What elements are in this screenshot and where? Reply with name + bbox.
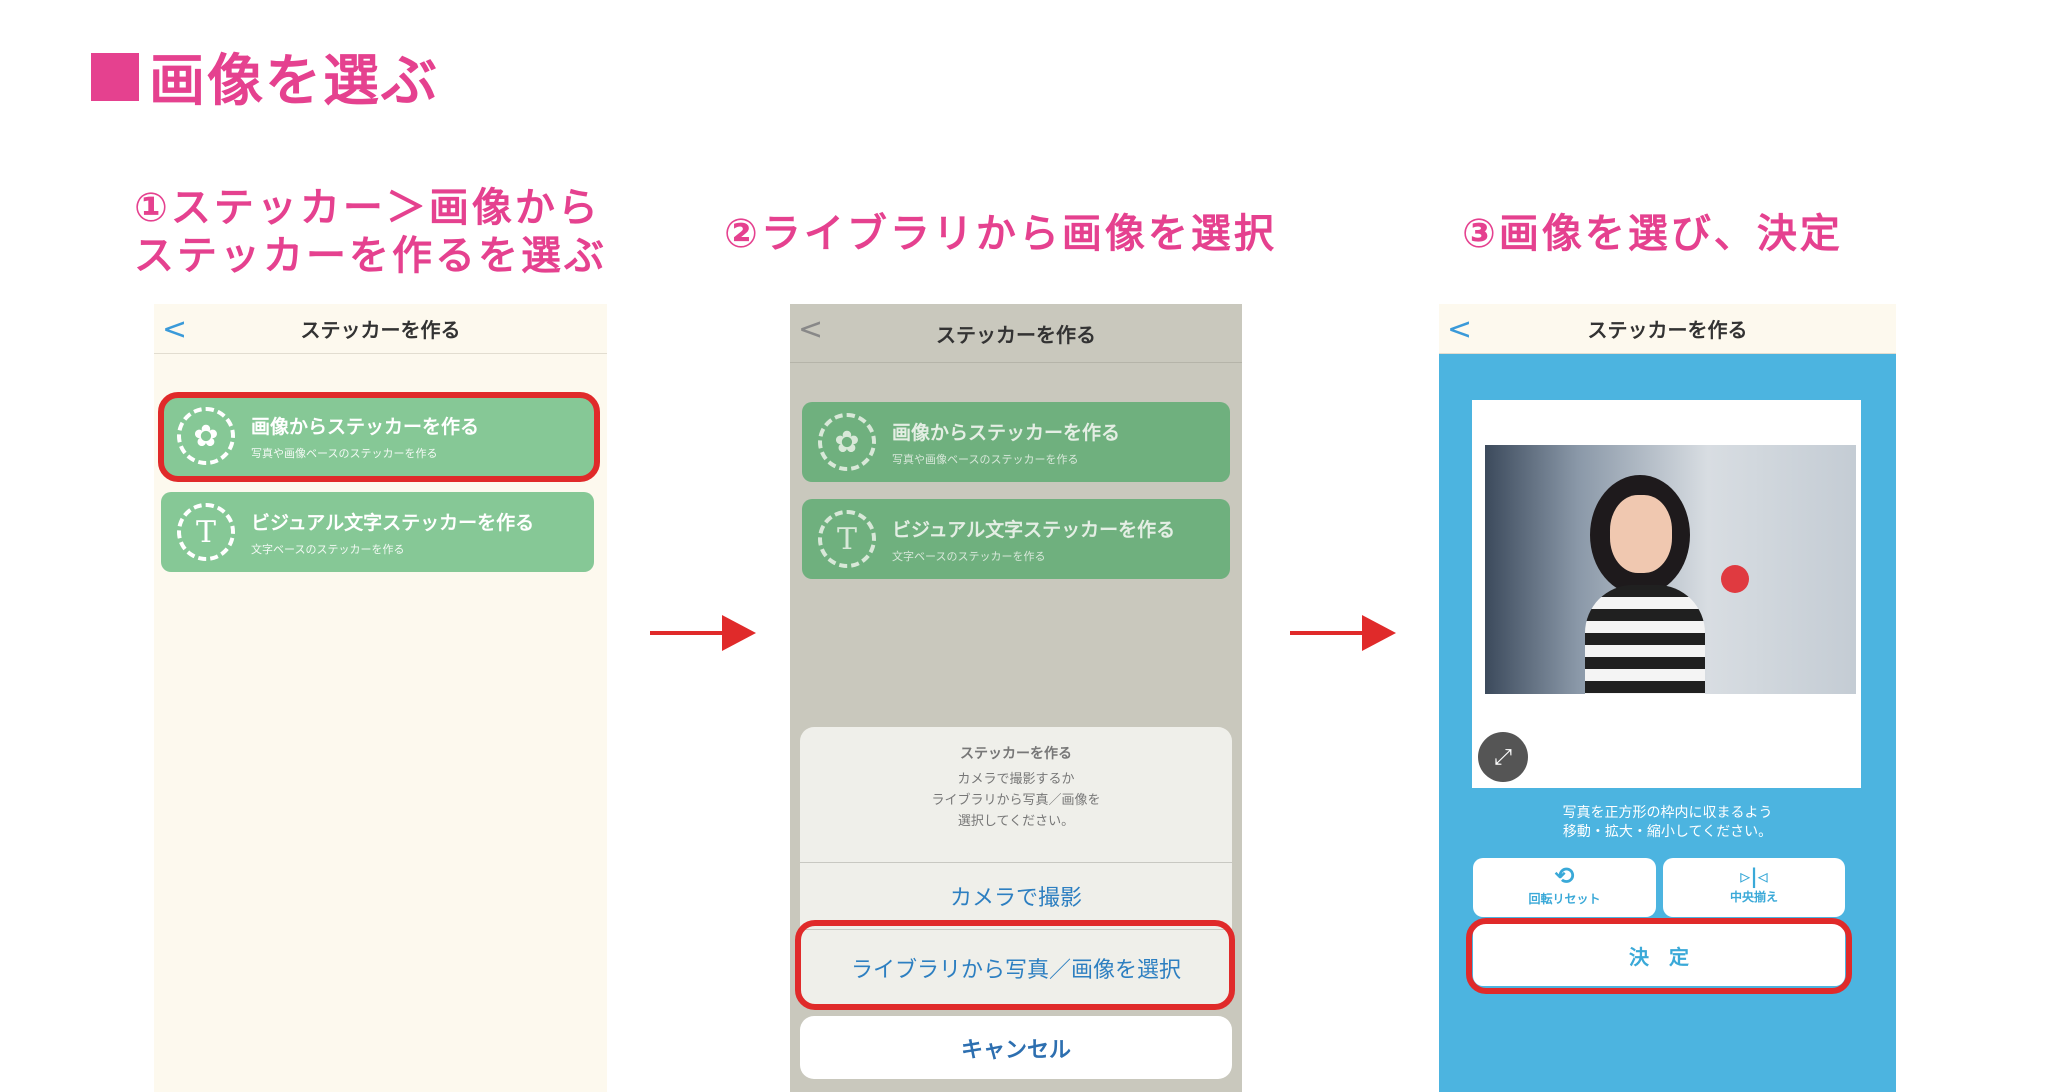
decide-button[interactable]: 決 定 xyxy=(1473,924,1845,986)
sheet-message-line: 選択してください。 xyxy=(957,814,1075,829)
tulip-icon: ✿ xyxy=(818,413,876,471)
back-chevron-icon[interactable]: < xyxy=(162,312,188,347)
sheet-message-line: ライブラリから写真／画像を xyxy=(931,793,1101,808)
rotate-reset-button[interactable]: ⟲ 回転リセット xyxy=(1473,858,1656,917)
camera-button[interactable]: カメラで撮影 xyxy=(800,863,1232,930)
back-chevron-icon[interactable]: < xyxy=(1447,312,1473,347)
step-1-caption: ①ステッカー＞画像からステッカーを作るを選ぶ xyxy=(134,184,607,280)
screen-action-sheet: < ステッカーを作る ✿ 画像からステッカーを作る写真や画像ベースのステッカーを作る… xyxy=(790,304,1242,1092)
step-1-line1: ①ステッカー＞画像から xyxy=(134,185,601,231)
arrow-right-icon xyxy=(650,615,756,651)
item-subtitle: 写真や画像ベースのステッカーを作る xyxy=(251,446,438,460)
menu-item-text-sticker: T ビジュアル文字ステッカーを作る文字ベースのステッカーを作る xyxy=(802,499,1230,579)
instruction-text: 写真を正方形の枠内に収まるよう移動・拡大・縮小してください。 xyxy=(1439,804,1896,842)
photo-shirt xyxy=(1585,585,1705,694)
arrow-right-icon xyxy=(1290,615,1396,651)
header-title: ステッカーを作る xyxy=(1587,318,1748,342)
item-title: 画像からステッカーを作る xyxy=(251,415,480,438)
screen-image-editor: < ステッカーを作る ⤢ 写真を正方形の枠内に収まるよう移動・拡大・縮小してくださ… xyxy=(1439,304,1896,1092)
photo-ball xyxy=(1721,565,1749,593)
item-subtitle: 写真や画像ベースのステッカーを作る xyxy=(892,452,1079,466)
item-title: ビジュアル文字ステッカーを作る xyxy=(892,518,1176,541)
page-title: 画像を選ぶ xyxy=(91,36,439,117)
center-align-icon: ▹|◃ xyxy=(1740,864,1768,888)
library-select-button[interactable]: ライブラリから写真／画像を選択 xyxy=(850,957,1181,983)
sheet-message: ステッカーを作る カメラで撮影するか ライブラリから写真／画像を 選択してくださ… xyxy=(800,727,1232,863)
item-subtitle: 文字ベースのステッカーを作る xyxy=(251,542,405,556)
header: < ステッカーを作る xyxy=(154,304,607,354)
header: < ステッカーを作る xyxy=(790,304,1242,363)
sheet-message-line: カメラで撮影するか xyxy=(957,772,1075,787)
cancel-button[interactable]: キャンセル xyxy=(800,1016,1232,1079)
center-align-button[interactable]: ▹|◃ 中央揃え xyxy=(1663,858,1845,917)
text-t-icon: T xyxy=(818,510,876,568)
tulip-icon: ✿ xyxy=(177,407,235,465)
step-1-line2: ステッカーを作るを選ぶ xyxy=(134,233,607,279)
button-label: 回転リセット xyxy=(1528,892,1601,906)
selected-photo[interactable] xyxy=(1485,445,1856,694)
highlight-box xyxy=(795,920,1235,1010)
highlight-box xyxy=(1466,918,1852,994)
step-2-caption: ②ライブラリから画像を選択 xyxy=(724,211,1277,257)
highlight-box xyxy=(158,392,600,482)
square-bullet-icon xyxy=(91,52,139,101)
menu-item-image-sticker[interactable]: ✿ 画像からステッカーを作る写真や画像ベースのステッカーを作る xyxy=(161,396,594,476)
menu-item-image-sticker: ✿ 画像からステッカーを作る写真や画像ベースのステッカーを作る xyxy=(802,402,1230,482)
screen-sticker-menu: < ステッカーを作る ✿ 画像からステッカーを作る写真や画像ベースのステッカーを作る… xyxy=(154,304,607,1092)
header: < ステッカーを作る xyxy=(1439,304,1896,354)
action-sheet: ステッカーを作る カメラで撮影するか ライブラリから写真／画像を 選択してくださ… xyxy=(800,727,1232,1006)
expand-icon[interactable]: ⤢ xyxy=(1478,732,1528,782)
item-subtitle: 文字ベースのステッカーを作る xyxy=(892,549,1046,563)
sheet-title: ステッカーを作る xyxy=(960,746,1072,762)
instruction-line: 移動・拡大・縮小してください。 xyxy=(1562,824,1773,840)
button-label: 中央揃え xyxy=(1729,890,1778,904)
item-title: ビジュアル文字ステッカーを作る xyxy=(251,511,535,534)
photo-face xyxy=(1610,495,1672,573)
back-chevron-icon[interactable]: < xyxy=(798,312,824,347)
header-title: ステッカーを作る xyxy=(300,318,461,342)
page-title-text: 画像を選ぶ xyxy=(149,49,439,114)
instruction-line: 写真を正方形の枠内に収まるよう xyxy=(1562,805,1773,821)
step-3-caption: ③画像を選び、決定 xyxy=(1462,211,1843,257)
menu-item-text-sticker[interactable]: T ビジュアル文字ステッカーを作る文字ベースのステッカーを作る xyxy=(161,492,594,572)
header-title: ステッカーを作る xyxy=(936,322,1096,347)
text-t-icon: T xyxy=(177,503,235,561)
rotate-icon: ⟲ xyxy=(1554,862,1575,890)
item-title: 画像からステッカーを作る xyxy=(892,421,1121,444)
crop-frame[interactable]: ⤢ xyxy=(1472,400,1861,788)
